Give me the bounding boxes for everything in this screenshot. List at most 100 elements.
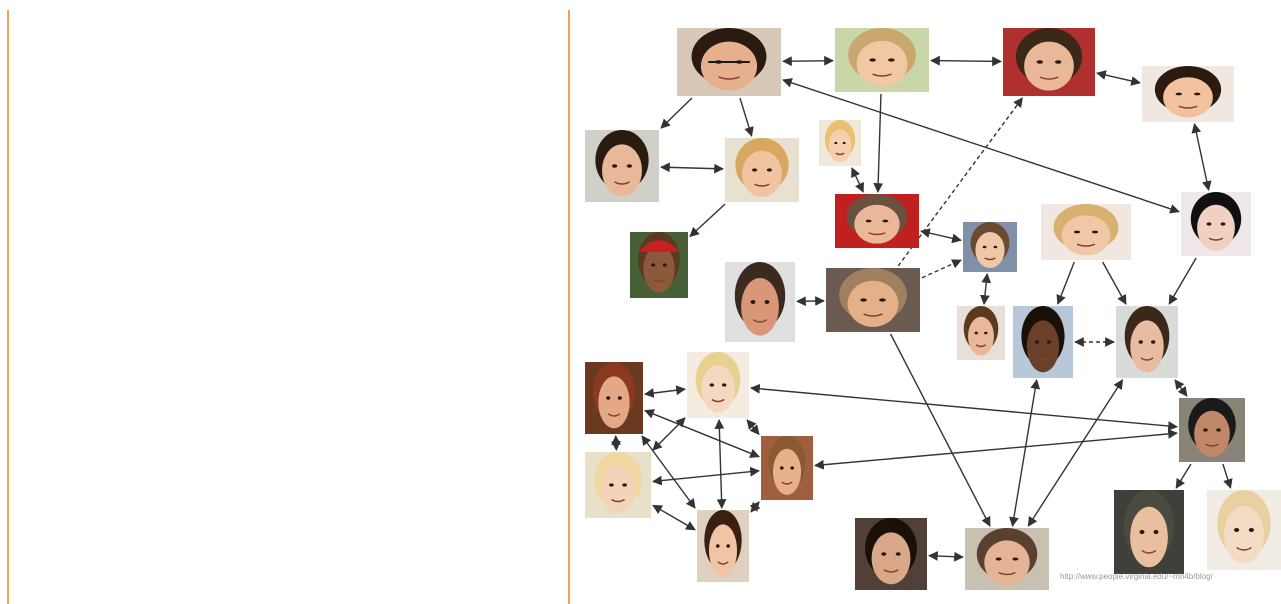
mouth-smile — [1208, 237, 1224, 241]
left-eye — [606, 396, 611, 400]
edge-n18-n23 — [641, 435, 696, 509]
edge-n17-n25 — [1027, 379, 1124, 527]
left-eye — [1036, 60, 1044, 64]
face-shape — [871, 532, 911, 585]
left-eye — [1073, 230, 1081, 234]
right-eye — [766, 168, 772, 172]
face-shape — [643, 245, 675, 293]
edge-n20-n26 — [1175, 463, 1192, 489]
face-shape — [1163, 77, 1213, 118]
portrait-n14 — [1181, 192, 1251, 256]
santa-hat-icon — [638, 240, 680, 252]
edge-n1-n6 — [739, 97, 754, 137]
left-eye — [715, 544, 720, 548]
portrait-n9 — [630, 232, 688, 298]
face-shape — [968, 316, 994, 356]
portrait-n6 — [725, 138, 799, 202]
left-eye — [1138, 340, 1143, 344]
edge-n20-n27 — [1222, 463, 1233, 489]
face-shape — [1130, 320, 1164, 373]
left-eye — [709, 383, 714, 387]
face-shape — [772, 448, 802, 495]
right-eye — [879, 298, 886, 302]
portrait-n12 — [963, 222, 1017, 272]
right-eye — [1012, 557, 1019, 561]
face-shape — [984, 540, 1030, 586]
mouth-smile — [1205, 443, 1219, 447]
face-shape — [1194, 410, 1230, 457]
edges-layer — [611, 55, 1233, 562]
edge-n1-n5 — [660, 97, 693, 129]
mouth-smile — [711, 398, 725, 403]
left-eye — [1206, 222, 1212, 226]
face-shape — [701, 365, 735, 413]
portrait-n4 — [1142, 66, 1234, 122]
left-eye — [995, 557, 1002, 561]
face-shape — [1024, 41, 1074, 91]
face-shape — [1130, 506, 1168, 568]
left-eye — [982, 245, 987, 249]
left-eye — [1139, 529, 1145, 535]
edge-n24-n25 — [928, 551, 964, 562]
right-eye — [993, 245, 998, 249]
edge-n16-n25 — [1009, 379, 1041, 527]
face-shape — [847, 280, 899, 327]
right-eye — [1046, 340, 1052, 344]
relationship-network-diagram: http://www.people.virginia.edu/~mh4b/blo… — [575, 0, 1281, 604]
mouth-smile — [717, 561, 729, 565]
left-eye — [750, 300, 756, 304]
edge-n22-n23 — [749, 501, 761, 513]
mouth-smile — [614, 181, 630, 185]
mouth-smile — [872, 73, 892, 77]
portrait-n26 — [1114, 490, 1184, 574]
mouth-smile — [984, 257, 996, 261]
left-eye — [612, 164, 618, 168]
right-eye — [726, 544, 731, 548]
edge-n13-n17 — [1102, 261, 1127, 305]
edge-n8-n12 — [920, 228, 962, 244]
right-eye — [882, 219, 889, 223]
portrait-n21 — [585, 452, 651, 518]
right-eye — [1220, 222, 1226, 226]
right-eye — [764, 300, 770, 304]
mouth-smile — [754, 183, 770, 187]
left-eye — [1203, 428, 1208, 432]
edge-n3-n4 — [1096, 70, 1141, 86]
edge-n11-n12 — [921, 259, 962, 279]
portrait-n8 — [835, 194, 919, 248]
right-eye — [626, 164, 632, 168]
face-shape — [742, 150, 782, 197]
right-eye — [617, 396, 622, 400]
edge-n19-n23 — [714, 419, 727, 509]
mouth-smile — [863, 313, 883, 317]
portrait-n13 — [1041, 204, 1131, 260]
right-eye — [842, 141, 846, 145]
edge-n1-n2 — [782, 55, 834, 67]
left-eye — [609, 483, 614, 487]
face-shape — [975, 232, 1005, 268]
right-eye — [888, 58, 895, 62]
mouth-smile — [1236, 547, 1252, 551]
edge-n19-n22 — [746, 419, 760, 436]
left-eye — [860, 298, 867, 302]
right-eye — [1153, 529, 1159, 535]
mouth-smile — [868, 232, 886, 236]
face-shape — [828, 129, 852, 163]
mouth-smile — [1076, 243, 1096, 247]
face-shape — [1224, 506, 1264, 564]
face-shape — [700, 41, 758, 91]
right-eye — [622, 483, 627, 487]
nodes-layer — [585, 28, 1281, 590]
portrait-n1 — [677, 28, 781, 96]
mouth-smile — [781, 481, 793, 485]
edge-n18-n19 — [644, 385, 686, 398]
face-shape — [602, 144, 642, 197]
edge-n6-n9 — [689, 203, 726, 238]
network-graph — [585, 28, 1281, 590]
edge-n11-n25 — [889, 333, 991, 527]
edge-n5-n6 — [660, 162, 724, 174]
edge-n14-n17 — [1168, 257, 1197, 305]
edge-n17-n20 — [1174, 379, 1188, 397]
mouth-smile — [607, 413, 621, 417]
mouth-smile — [1036, 357, 1050, 361]
